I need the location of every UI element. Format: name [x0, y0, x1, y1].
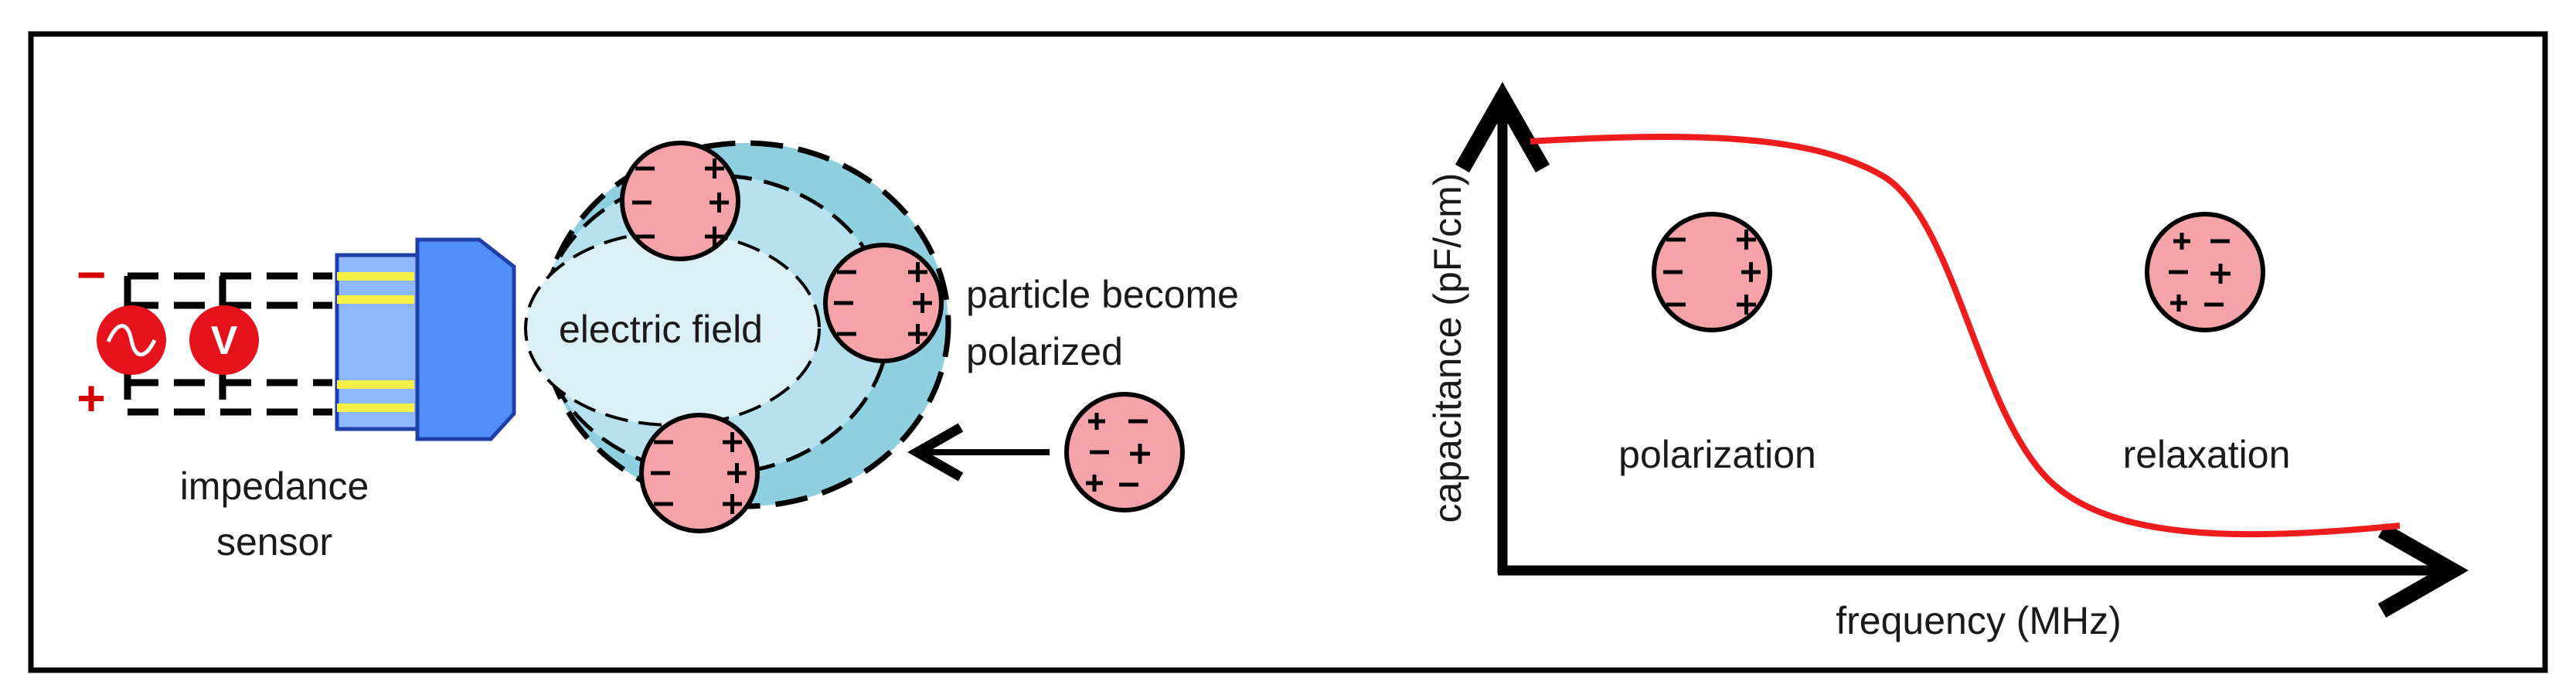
voltmeter-label: V: [211, 318, 238, 363]
particle-label-line1: particle become: [966, 273, 1239, 316]
electrode-top-2: [337, 295, 414, 304]
y-axis-label: capacitance (pF/cm): [1426, 173, 1469, 523]
ac-source: [97, 305, 166, 375]
polarized-particle-top: [620, 141, 740, 261]
voltmeter: V: [189, 305, 259, 375]
impedance-sensor-label-line2: sensor: [216, 520, 332, 564]
x-axis-label: frequency (MHz): [1836, 599, 2122, 642]
minus-terminal-sign: −: [77, 246, 107, 303]
impedance-sensor: [335, 237, 516, 441]
polarization-label: polarization: [1618, 433, 1816, 476]
sine-wave-icon: [106, 324, 157, 357]
unpolarized-particle: [1064, 392, 1185, 512]
sensor-body: [415, 237, 516, 441]
right-panel: capacitance (pF/cm) frequency (MHz): [1426, 82, 2469, 642]
electric-field-label: electric field: [559, 308, 763, 351]
polarization-particle: [1652, 212, 1772, 332]
polarized-particle-bottom: [639, 413, 760, 533]
impedance-sensor-label-line1: impedance: [180, 465, 369, 508]
electrode-bottom-2: [337, 403, 414, 412]
polarized-particle-right: [823, 243, 944, 363]
electrode-top-1: [337, 272, 414, 281]
particle-label-line2: polarized: [966, 330, 1123, 373]
relaxation-particle: [2145, 212, 2265, 332]
sensor-chip: [335, 253, 426, 431]
capacitance-curve: [1530, 134, 2401, 538]
relaxation-label: relaxation: [2123, 433, 2291, 476]
plus-terminal-sign: +: [77, 370, 105, 426]
figure-frame: [28, 31, 2548, 673]
electrode-bottom-1: [337, 380, 414, 389]
left-panel: V − + impedance sensor electric field: [77, 140, 1239, 564]
